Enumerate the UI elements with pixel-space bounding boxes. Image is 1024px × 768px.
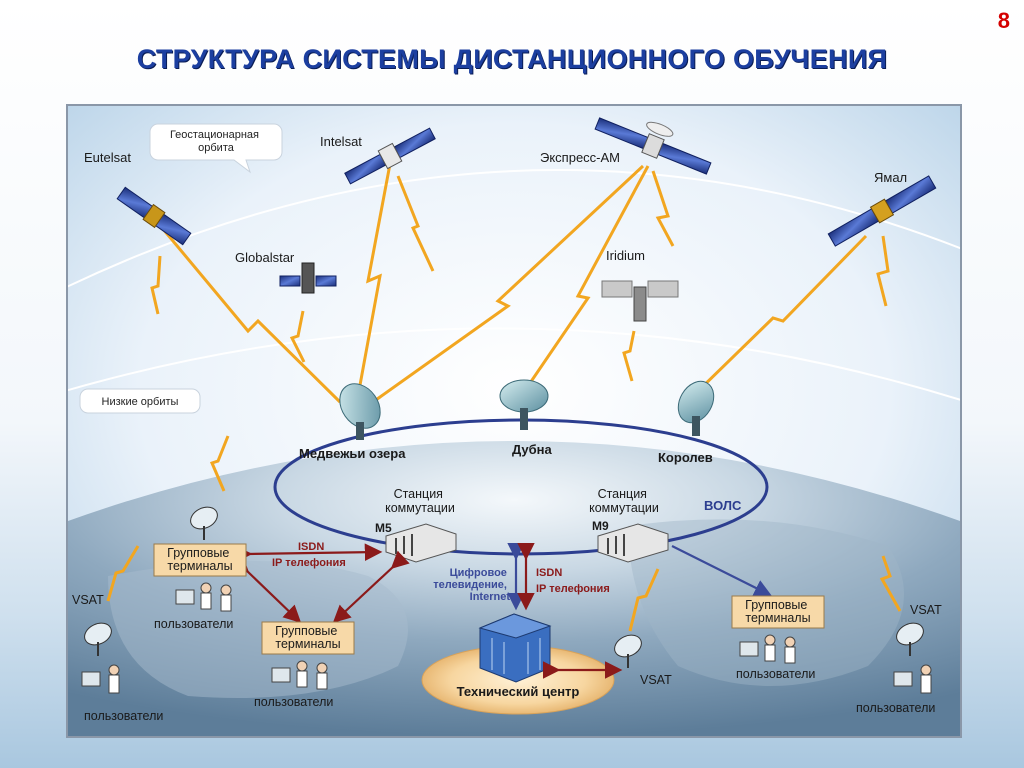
group-terminals-c-box: Групповые терминалы (731, 595, 825, 629)
beam-iridium-short (622, 330, 636, 382)
satellite-iridium-icon (601, 280, 679, 322)
iridium-label: Iridium (606, 248, 645, 263)
beam-vsat-right (879, 555, 902, 612)
beam-express-medvezhyi (372, 164, 645, 404)
satellite-express-icon (594, 117, 712, 175)
vols-label: ВОЛС (704, 498, 742, 513)
beam-vsat-center (628, 568, 660, 632)
network-diagram: Геостационарная орбита Низкие орбиты Eut… (68, 106, 960, 736)
beam-vsat-left (106, 545, 140, 602)
satellite-yamal-icon (827, 175, 937, 247)
users-label-4: пользователи (736, 667, 815, 681)
ip-left-label: IP телефония (272, 557, 346, 569)
vsat-right-label: VSAT (910, 603, 942, 617)
beam-intelsat-medvezhyi (356, 163, 392, 397)
geostationary-orbit-label-line2: орбита (198, 142, 235, 154)
diagram-frame: Геостационарная орбита Низкие орбиты Eut… (66, 104, 962, 738)
users-group-c-icon (739, 634, 796, 664)
satellite-globalstar-icon (279, 262, 337, 294)
beam-yamal-korolev (691, 234, 868, 398)
station-medvezhyi-label: Медвежьи озера (299, 446, 406, 461)
svg-text:Групповые терминалы: Групповые терминалы (167, 546, 233, 573)
beam-intelsat-short (396, 175, 435, 272)
link-m5-group-b (332, 550, 410, 623)
satellite-beams (106, 163, 902, 632)
svg-text:Групповые терминалы: Групповые терминалы (275, 624, 341, 651)
vsat-left-label: VSAT (72, 593, 104, 607)
beam-express-short (651, 170, 675, 247)
beam-globalstar-short (289, 310, 306, 363)
beam-yamal-short (876, 235, 890, 307)
tech-center-building-icon (478, 613, 552, 683)
dish-medvezhyi-icon (339, 383, 381, 440)
station-korolev-label: Королев (658, 450, 713, 465)
users-group-b-icon (271, 660, 328, 690)
link-m9-group-c (671, 545, 772, 596)
isdn-left-label: ISDN (298, 541, 324, 553)
intelsat-label: Intelsat (320, 134, 362, 149)
vsat-center-dish-icon (614, 634, 642, 668)
geostationary-orbit-callout: Геостационарная орбита (149, 123, 283, 174)
users-label-5: пользователи (856, 701, 935, 715)
vsat-center-label: VSAT (640, 673, 672, 687)
vsat-left-dish-icon (84, 622, 112, 656)
users-vsat-right-icon (893, 664, 932, 694)
beam-eutelsat-short (150, 255, 162, 315)
beam-express-dubna (526, 165, 650, 387)
svg-text:Групповые терминалы: Групповые терминалы (745, 598, 811, 625)
yamal-label: Ямал (874, 170, 907, 185)
low-orbit-label: Низкие орбиты (102, 396, 179, 408)
express-label: Экспресс-АМ (540, 150, 620, 165)
users-vsat-left-icon (81, 664, 120, 694)
station-dubna-label: Дубна (512, 442, 553, 457)
users-group-a-icon (175, 582, 232, 612)
globalstar-label: Globalstar (235, 250, 295, 265)
dish-korolev-icon (677, 380, 715, 436)
switch-m9-building-icon (597, 523, 669, 563)
eutelsat-label: Eutelsat (84, 150, 131, 165)
users-label-3: пользователи (84, 709, 163, 723)
satellite-intelsat-icon (344, 127, 436, 185)
switch-m5-label: Станция коммутации (385, 487, 455, 515)
terminal-dish-a-icon (190, 506, 218, 540)
users-label-1: пользователи (154, 617, 233, 631)
link-group-a-group-b (230, 554, 302, 624)
vsat-right-dish-icon (896, 622, 924, 656)
low-orbit-arc (68, 327, 960, 401)
geostationary-orbit-label-line1: Геостационарная (170, 129, 259, 141)
switch-m9-code: М9 (592, 519, 609, 533)
ip-center-label: IP телефония (536, 583, 610, 595)
group-terminals-b-box: Групповые терминалы (261, 621, 355, 655)
group-terminals-a-box: Групповые терминалы (153, 543, 247, 577)
dish-dubna-icon (499, 379, 549, 430)
isdn-center-label: ISDN (536, 567, 562, 579)
tech-center-label: Технический центр (457, 684, 580, 699)
slide-number: 8 (997, 8, 1010, 33)
users-label-2: пользователи (254, 695, 333, 709)
satellite-eutelsat-icon (116, 186, 192, 246)
beam-eutelsat-medvezhyi (161, 228, 342, 404)
switch-m9-label: Станция коммутации (589, 487, 659, 515)
page-title: СТРУКТУРА СИСТЕМЫ ДИСТАНЦИОННОГО ОБУЧЕНИ… (136, 44, 888, 74)
digital-tv-label: Цифровое телевидение, Internet (433, 567, 510, 603)
switch-m5-code: М5 (375, 521, 392, 535)
beam-terminal-left (209, 435, 230, 492)
svg-text:Геостационарная орбита: Геостационарная орбита (170, 129, 262, 154)
low-orbit-callout: Низкие орбиты (79, 388, 201, 414)
